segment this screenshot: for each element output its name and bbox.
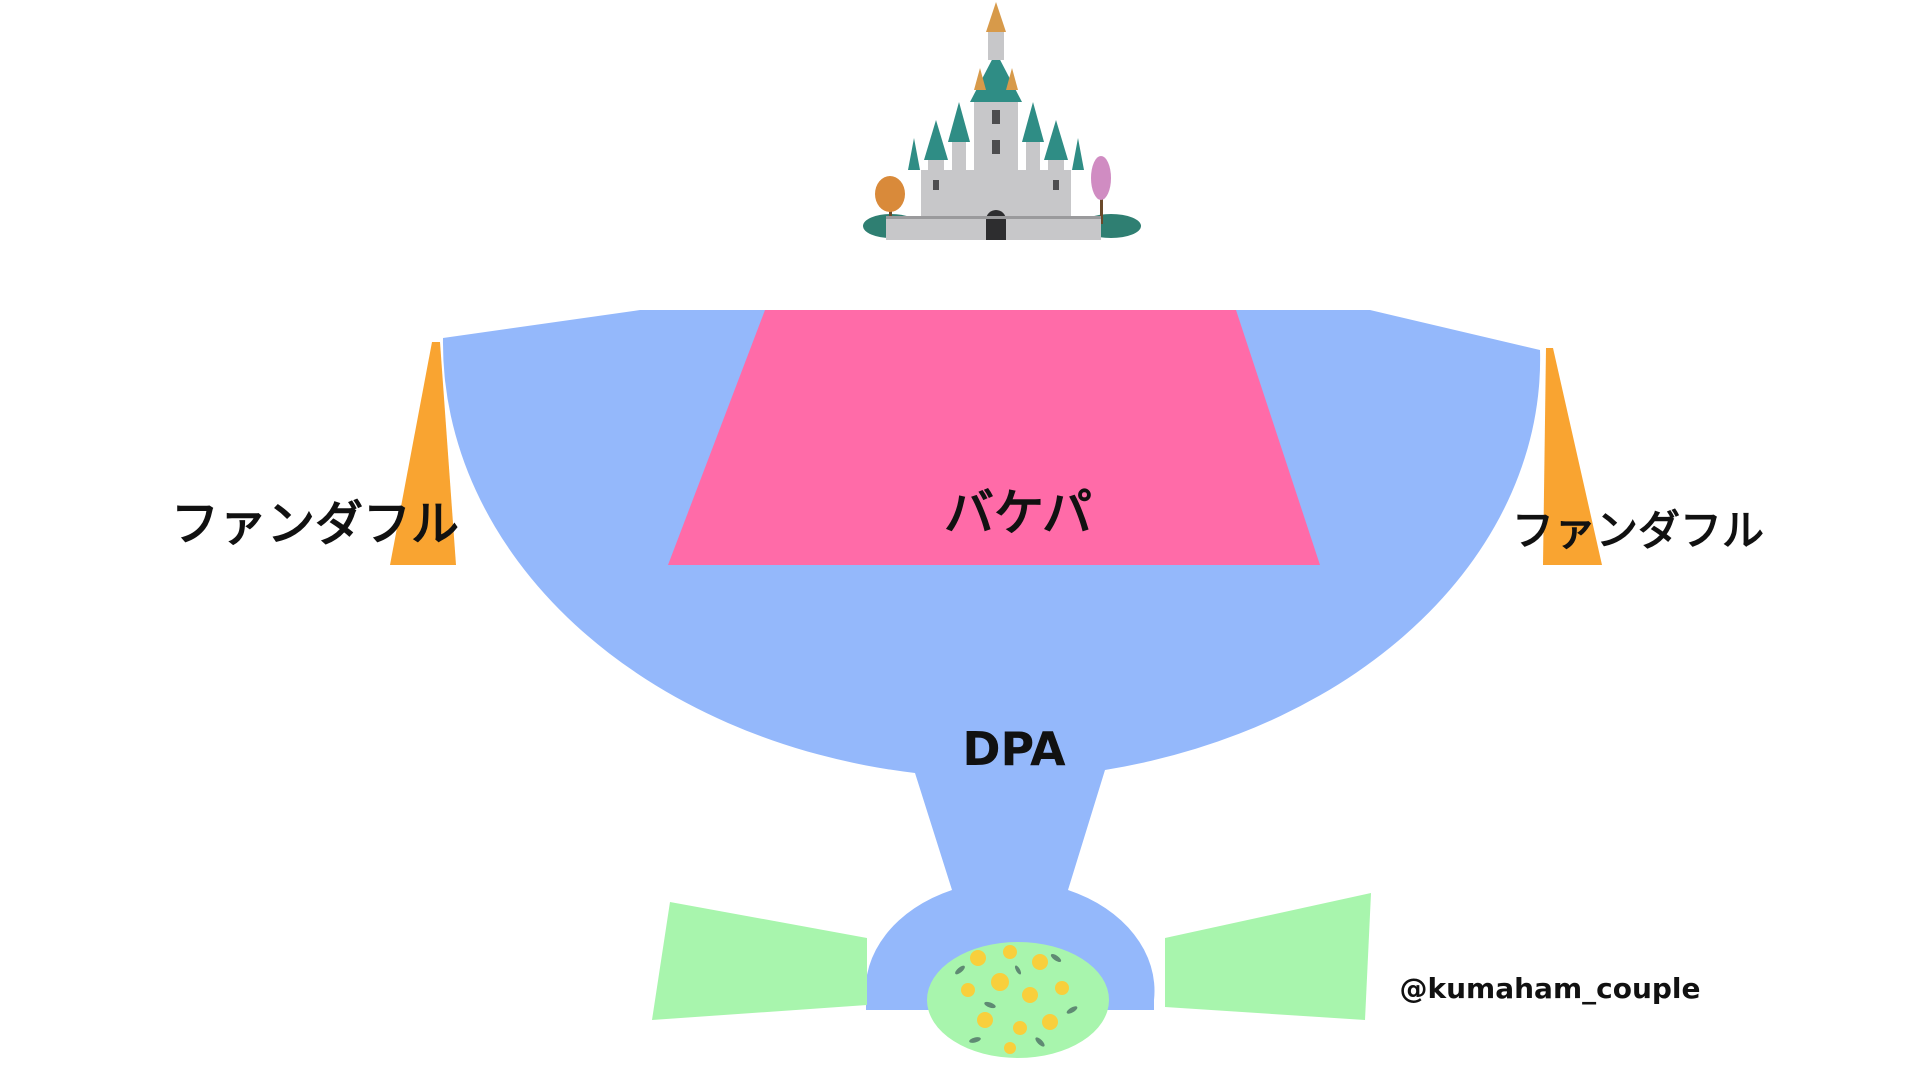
flower-planter-icon — [927, 942, 1109, 1058]
left-viewing-area — [390, 342, 456, 565]
center-viewing-area — [668, 310, 1320, 565]
front-area-label: DPA — [962, 722, 1066, 776]
center-area-label: バケパ — [944, 484, 1092, 542]
left-wing-area — [652, 902, 867, 1020]
castle-icon — [863, 2, 1141, 240]
left-area-label: ファンダフル — [171, 496, 459, 552]
credit-handle: @kumaham_couple — [1399, 972, 1700, 1005]
right-viewing-area — [1543, 348, 1602, 565]
right-wing-area — [1165, 893, 1371, 1020]
right-area-label: ファンダフル — [1512, 506, 1764, 555]
